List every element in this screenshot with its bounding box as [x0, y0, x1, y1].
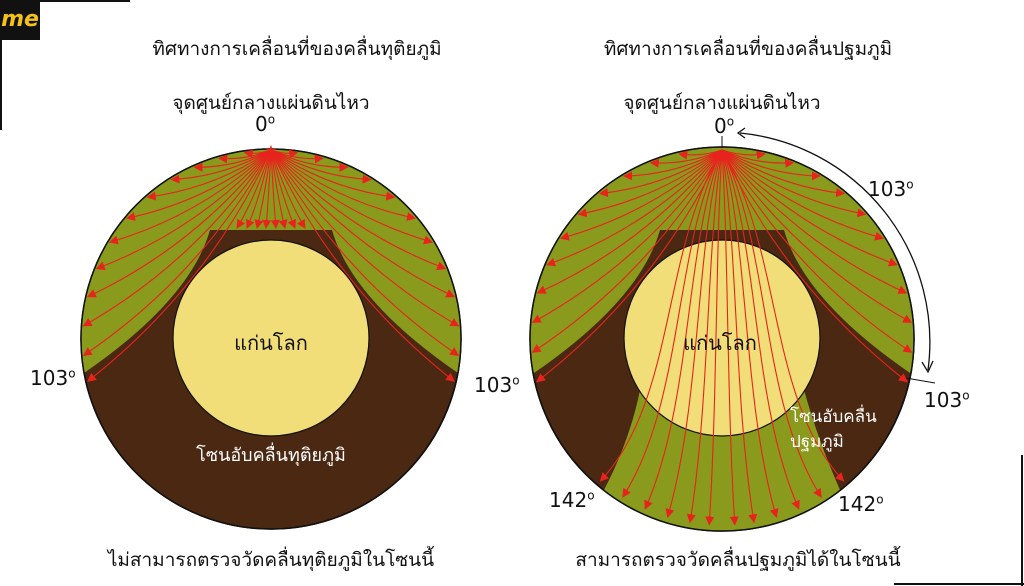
p-wave-core-ray: [705, 149, 723, 526]
right-deg-arc: 103o: [868, 177, 914, 201]
p-wave-core-ray: [721, 149, 739, 526]
left-core-label: แก่นโลก: [234, 331, 308, 355]
right-deg-142-left: 142o: [549, 488, 595, 512]
logo: me: [0, 0, 40, 40]
p-wave-core-ray: [599, 149, 723, 482]
s-wave-ray: [82, 149, 272, 327]
left-title: ทิศทางการเคลื่อนที่ของคลื่นทุติยภูมิ: [152, 38, 442, 60]
s-wave-ray: [82, 149, 272, 356]
left-epicenter-label: จุดศูนย์กลางแผ่นดินไหว: [172, 92, 370, 114]
p-wave-ray: [721, 149, 913, 323]
s-wave-ray: [270, 149, 460, 356]
p-wave-core-ray: [721, 149, 779, 518]
p-wave-core-ray: [665, 149, 723, 518]
p-wave-ray: [678, 149, 723, 160]
p-wave-ray: [623, 149, 723, 181]
s-wave-ray: [270, 149, 455, 382]
p-wave-ray: [721, 149, 846, 198]
right-caption: สามารถตรวจวัดคลื่นปฐมภูมิได้ในโซนนี้: [575, 549, 901, 571]
s-wave-ray: [108, 149, 272, 245]
frame-line-right: [1021, 455, 1023, 586]
right-deg-142-right: 142o: [838, 492, 884, 516]
p-wave-ray: [721, 149, 913, 353]
s-wave-ray: [243, 149, 272, 159]
p-wave-ray: [559, 149, 723, 241]
s-wave-core-ray: [262, 149, 272, 229]
p-wave-zone-lower: [604, 390, 840, 531]
s-wave-ray: [270, 149, 447, 270]
p-wave-ray: [649, 149, 723, 168]
s-wave-ray: [270, 149, 396, 201]
s-wave-core-ray: [270, 149, 306, 229]
s-wave-ray: [270, 149, 372, 184]
frame-line-left: [0, 0, 2, 130]
s-wave-core-ray: [236, 149, 272, 229]
s-wave-rays: [82, 149, 460, 382]
p-wave-ray: [721, 149, 867, 218]
s-wave-ray: [270, 149, 456, 298]
p-wave-ray: [721, 149, 898, 267]
p-wave-core-ray: [686, 149, 723, 524]
frame-line-bottom: [894, 583, 1024, 585]
s-wave-core-ray: [270, 149, 288, 229]
right-deg-top: 0o: [714, 114, 735, 138]
p-wave-ray: [721, 149, 908, 294]
arc-arrow-tail: [736, 127, 746, 139]
s-wave-core-ray: [270, 149, 280, 229]
s-wave-core-ray: [270, 149, 296, 229]
s-wave-ray: [146, 149, 272, 201]
epicenter-star-right: ★: [716, 150, 728, 165]
p-wave-ray: [721, 149, 821, 181]
arc-arrow: [739, 132, 931, 371]
s-wave-ray: [86, 149, 272, 298]
p-wave-core-ray: [721, 149, 800, 510]
s-wave-ray: [270, 149, 434, 245]
tick-103-right: [905, 377, 936, 384]
epicenter-star-left: ★: [265, 143, 278, 159]
p-wave-core-ray: [644, 149, 723, 510]
p-wave-core-ray: [721, 149, 845, 482]
s-wave-ray: [126, 149, 272, 221]
p-wave-ray: [577, 149, 723, 218]
s-wave-ray: [95, 149, 272, 270]
earth-left-outline: [80, 148, 462, 530]
arc-arrow-head: [921, 360, 934, 374]
p-wave-ray: [536, 149, 723, 294]
left-shadow-label: โซนอับคลื่นทุติยภูมิ: [196, 445, 346, 466]
p-wave-core-ray: [721, 149, 822, 498]
p-wave-ray: [531, 149, 723, 353]
s-wave-core-ray: [254, 149, 272, 229]
core-right: [623, 239, 821, 437]
left-deg-right: 103o: [474, 373, 520, 397]
p-wave-core-ray: [622, 149, 723, 498]
right-epicenter-label: จุดศูนย์กลางแผ่นดินไหว: [623, 92, 821, 114]
right-shadow-label-2: ปฐมภูมิ: [790, 432, 844, 452]
s-wave-ray: [87, 149, 272, 382]
p-wave-ray: [531, 149, 723, 323]
left-caption: ไม่สามารถตรวจวัดคลื่นทุติยภูมิในโซนนี้: [107, 549, 435, 571]
left-deg-top: 0o: [255, 112, 276, 136]
s-wave-ray: [170, 149, 272, 184]
right-core-label: แก่นโลก: [683, 331, 757, 355]
core-left: [172, 239, 370, 437]
p-wave-ray: [721, 149, 885, 241]
right-title: ทิศทางการเคลื่อนที่ของคลื่นปฐมภูมิ: [603, 38, 893, 60]
s-wave-ray: [270, 149, 416, 221]
p-wave-ray: [721, 149, 795, 168]
right-deg-bottom: 103o: [924, 388, 970, 412]
left-deg-left: 103o: [30, 366, 76, 390]
s-wave-ray: [270, 149, 349, 172]
frame-line-top: [0, 0, 130, 2]
s-wave-core-ray: [246, 149, 272, 229]
p-wave-rays: [531, 149, 913, 526]
right-shadow-label-1: โซนอับคลื่น: [790, 407, 877, 427]
p-wave-ray: [598, 149, 723, 198]
s-wave-ray: [270, 149, 460, 327]
p-wave-ray: [546, 149, 723, 267]
p-wave-core-ray: [721, 149, 758, 524]
